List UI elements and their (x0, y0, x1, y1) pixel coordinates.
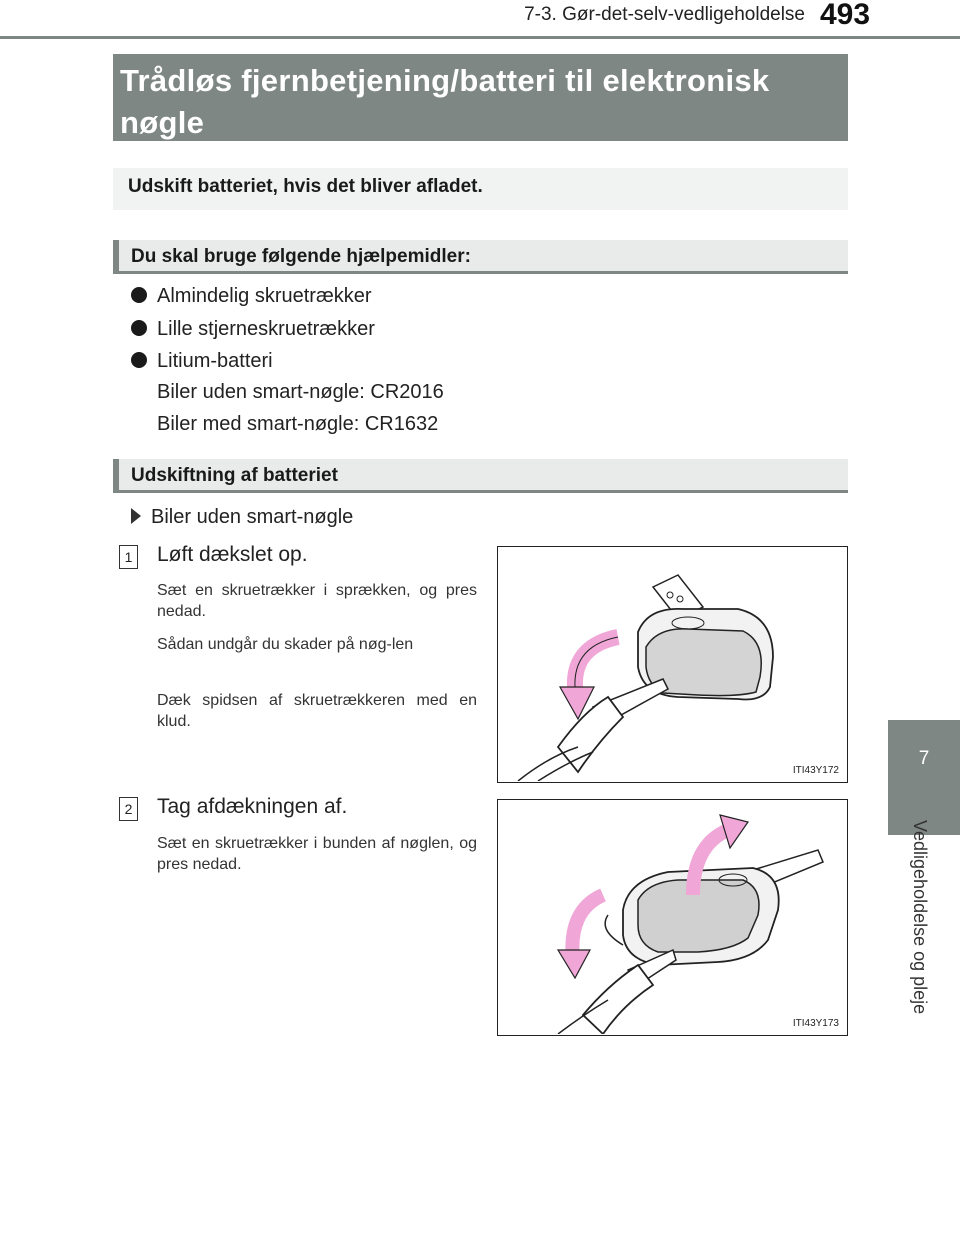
figure-code: ITI43Y172 (792, 765, 839, 776)
tool-item: Litium-batteri (131, 350, 273, 373)
bullet-icon (131, 320, 147, 336)
tool-item: Almindelig skruetrækker (131, 285, 372, 308)
tool-item-label: Almindelig skruetrækker (157, 285, 372, 307)
chapter-number: 7 (918, 748, 930, 769)
chapter-tab (888, 720, 960, 835)
tools-heading: Du skal bruge følgende hjælpemidler: (131, 246, 471, 267)
subheading-accent (113, 240, 119, 271)
battery-note: Biler med smart-nøgle: CR1632 (157, 413, 439, 435)
header-rule (0, 36, 960, 39)
replacement-heading: Udskiftning af batteriet (131, 465, 338, 486)
figure-key-cover-lift: ITI43Y172 (497, 546, 848, 783)
triangle-arrow-icon (131, 508, 141, 524)
figure-code: ITI43Y173 (792, 1018, 839, 1029)
intro-text: Udskift batteriet, hvis det bliver aflad… (128, 176, 483, 197)
bullet-icon (131, 287, 147, 303)
step-note: Dæk spidsen af skruetrækkeren med en klu… (157, 692, 477, 730)
tools-subheading-bar (113, 240, 848, 274)
step-title-1: Løft dækslet op. (157, 543, 308, 566)
replacement-subheading-bar (113, 459, 848, 493)
step-note: Sæt en skruetrækker i sprækken, og pres … (157, 582, 477, 620)
step-note: Sæt en skruetrækker i bunden af nøglen, … (157, 835, 477, 873)
intro-box (113, 168, 848, 210)
variant-text: Biler uden smart-nøgle (151, 506, 354, 528)
subheading-accent (113, 459, 119, 490)
tool-item-label: Litium-batteri (157, 350, 273, 372)
chapter-title-vertical: Vedligeholdelse og pleje (890, 820, 950, 1050)
bullet-icon (131, 352, 147, 368)
variant-label: Biler uden smart-nøgle (131, 506, 353, 529)
key-cover-lift-illustration (517, 574, 774, 782)
figure-key-cover-remove: ITI43Y173 (497, 799, 848, 1036)
page-number: 493 (820, 0, 871, 31)
section-header: 7-3. Gør-det-selv-vedligeholdelse (524, 4, 805, 25)
chapter-title: Vedligeholdelse og pleje (910, 820, 930, 1015)
step-number-2: 2 (119, 797, 138, 821)
step-note: Sådan undgår du skader på nøg-len (157, 636, 414, 653)
tool-item: Lille stjerneskruetrækker (131, 318, 375, 341)
step-number-1: 1 (119, 545, 138, 569)
step-title-2: Tag afdækningen af. (157, 795, 348, 818)
title-banner (113, 54, 848, 141)
battery-note: Biler uden smart-nøgle: CR2016 (157, 381, 444, 403)
page-title: Trådløs fjernbetjening/batteri til elekt… (120, 63, 770, 140)
tool-item-label: Lille stjerneskruetrækker (157, 318, 375, 340)
key-cover-remove-illustration (556, 814, 824, 1036)
